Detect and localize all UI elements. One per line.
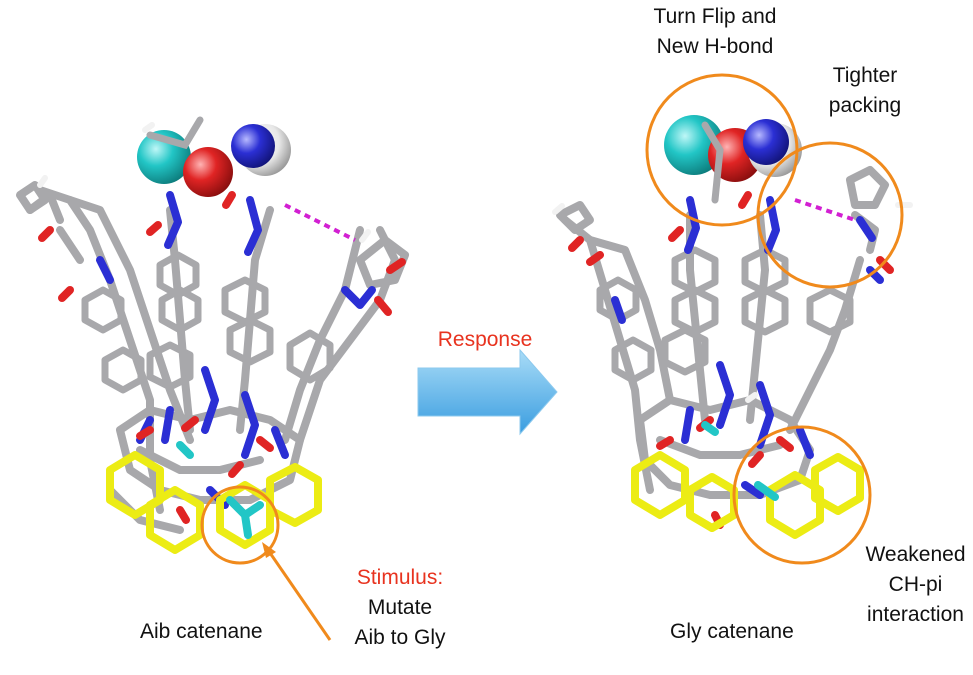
stimulus-label: Stimulus: Mutate Aib to Gly	[325, 563, 475, 653]
tighter-line-2: packing	[828, 94, 902, 117]
response-label: Response	[437, 328, 533, 351]
weakened-label: Weakened CH-pi interaction	[858, 540, 973, 630]
stimulus-pointer-arrow-icon	[262, 542, 332, 641]
stimulus-line-2: Aib to Gly	[354, 626, 446, 649]
tighter-line-1: Tighter	[832, 64, 898, 87]
turn-flip-label: Turn Flip and New H-bond	[620, 2, 810, 62]
stimulus-title: Stimulus:	[356, 566, 444, 589]
gly-catenane-label: Gly catenane	[670, 620, 794, 643]
weakened-line-3: interaction	[867, 603, 964, 626]
stimulus-line-1: Mutate	[367, 596, 433, 619]
weakened-line-2: CH-pi	[888, 573, 943, 596]
aib-catenane-label: Aib catenane	[140, 620, 263, 643]
aib-catenane-structure	[16, 116, 409, 565]
gly-catenane-structure	[552, 73, 913, 565]
tighter-packing-label: Tighter packing	[810, 61, 920, 121]
turn-flip-line-1: Turn Flip and	[653, 5, 777, 28]
response-arrow-icon	[417, 348, 558, 436]
turn-flip-line-2: New H-bond	[656, 35, 774, 58]
weakened-line-1: Weakened	[865, 543, 966, 566]
